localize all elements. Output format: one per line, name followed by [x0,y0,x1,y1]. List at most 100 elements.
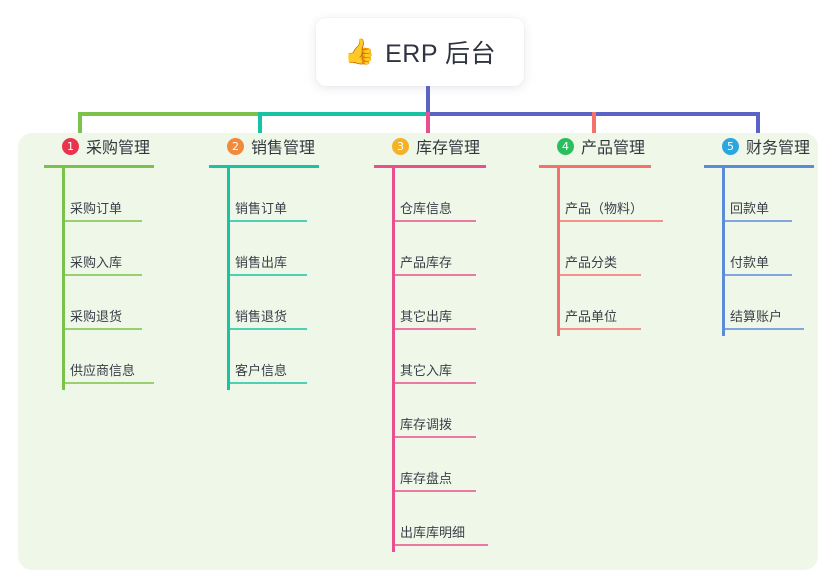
branch-title: 库存管理 [416,140,481,157]
branch-item-rule [392,220,476,222]
branch-item-rule [62,220,142,222]
branch-item-rule [392,328,476,330]
branch-item[interactable]: 销售出库 [205,222,319,276]
branch-title: 产品管理 [581,140,646,157]
branch-spine [62,168,65,390]
branch-column-purchase: 1 采购管理采购订单采购入库采购退货供应商信息 [40,133,154,390]
branch-item-list: 采购订单采购入库采购退货供应商信息 [40,168,154,384]
branch-column-sales: 2 销售管理销售订单销售出库销售退货客户信息 [205,133,319,390]
branch-item[interactable]: 仓库信息 [370,168,486,222]
branch-item-label: 库存盘点 [400,471,453,486]
branch-item-rule [62,382,154,384]
branch-number-badge: 3 [392,137,409,155]
branch-item[interactable]: 出库库明细 [370,492,488,546]
branch-header-purchase[interactable]: 1 采购管理 [40,133,154,159]
branch-item[interactable]: 供应商信息 [40,330,154,384]
branch-header-rule [374,165,486,168]
branch-item[interactable]: 销售订单 [205,168,319,222]
branch-item-rule [227,274,307,276]
branch-item[interactable]: 采购退货 [40,276,154,330]
branch-item-label: 其它入库 [400,363,453,378]
branch-item-rule [392,436,476,438]
branch-title: 采购管理 [86,140,151,157]
branch-title: 销售管理 [251,140,316,157]
branch-spine [557,168,560,336]
root-stem-connector [426,86,430,114]
thumbs-up-icon: 👍 [343,37,376,66]
branch-item-label: 供应商信息 [70,363,136,378]
branch-item[interactable]: 客户信息 [205,330,319,384]
branch-item-rule [227,328,307,330]
branch-header-finance[interactable]: 5 财务管理 [700,133,814,159]
branch-item[interactable]: 产品单位 [535,276,651,330]
branch-item[interactable]: 回款单 [700,168,814,222]
branch-item-rule [227,220,307,222]
branch-spine [392,168,395,552]
branch-item-label: 其它出库 [400,309,453,324]
branch-item[interactable]: 采购订单 [40,168,154,222]
branch-column-finance: 5 财务管理回款单付款单结算账户 [700,133,814,336]
branch-item-label: 产品单位 [565,309,618,324]
branch-header-product[interactable]: 4 产品管理 [535,133,651,159]
branch-item-label: 回款单 [730,201,770,216]
branch-item-label: 产品（物料） [565,201,644,216]
branch-item-label: 库存调拨 [400,417,453,432]
branch-item-label: 仓库信息 [400,201,453,216]
branch-item-rule [722,328,804,330]
branch-item-label: 销售出库 [235,255,288,270]
branch-header-rule [44,165,154,168]
branch-item-label: 出库库明细 [400,525,466,540]
branch-spine [227,168,230,390]
branch-item[interactable]: 产品（物料） [535,168,663,222]
branch-item-rule [392,490,476,492]
branch-item-rule [392,274,476,276]
branch-item[interactable]: 产品库存 [370,222,486,276]
branch-spine [722,168,725,336]
branch-item-label: 付款单 [730,255,770,270]
branch-header-inventory[interactable]: 3 库存管理 [370,133,486,159]
branch-item-list: 回款单付款单结算账户 [700,168,814,330]
branch-item-list: 仓库信息产品库存其它出库其它入库库存调拨库存盘点出库库明细 [370,168,488,546]
branch-number-badge: 1 [62,137,79,155]
branch-item-rule [722,220,792,222]
branch-item[interactable]: 库存盘点 [370,438,486,492]
branch-item-label: 销售退货 [235,309,288,324]
branch-number-badge: 2 [227,137,244,155]
branch-header-rule [539,165,651,168]
branch-item-label: 采购订单 [70,201,123,216]
branch-item[interactable]: 产品分类 [535,222,651,276]
branch-column-inventory: 3 库存管理仓库信息产品库存其它出库其它入库库存调拨库存盘点出库库明细 [370,133,488,552]
branch-header-sales[interactable]: 2 销售管理 [205,133,319,159]
branch-item[interactable]: 采购入库 [40,222,154,276]
branch-item[interactable]: 结算账户 [700,276,814,330]
branches-panel: 1 采购管理采购订单采购入库采购退货供应商信息 2 销售管理销售订单销售出库销售退货客… [18,133,818,570]
branch-item-rule [557,274,641,276]
branch-title: 财务管理 [746,140,811,157]
branch-number-badge: 5 [722,137,739,155]
branch-item-label: 采购退货 [70,309,123,324]
branch-item[interactable]: 库存调拨 [370,384,486,438]
root-node[interactable]: 👍 ERP 后台 [316,18,524,86]
root-node-title: ERP 后台 [385,40,497,68]
branch-item-list: 产品（物料） 产品分类产品单位 [535,168,663,330]
branch-item-label: 客户信息 [235,363,288,378]
branch-number-badge: 4 [557,137,574,155]
branch-item[interactable]: 付款单 [700,222,814,276]
green-segment [78,112,258,116]
branch-item-label: 销售订单 [235,201,288,216]
branch-header-rule [209,165,319,168]
branch-item-rule [227,382,307,384]
branch-item-rule [557,328,641,330]
branch-item-rule [392,382,476,384]
branch-item-label: 结算账户 [730,309,783,324]
branch-item[interactable]: 销售退货 [205,276,319,330]
branch-item-label: 产品库存 [400,255,453,270]
branch-item-rule [62,274,142,276]
branch-item-rule [392,544,488,546]
teal-segment [258,112,428,116]
branch-item[interactable]: 其它出库 [370,276,486,330]
branch-item-rule [557,220,663,222]
branch-item[interactable]: 其它入库 [370,330,486,384]
branch-header-rule [704,165,814,168]
